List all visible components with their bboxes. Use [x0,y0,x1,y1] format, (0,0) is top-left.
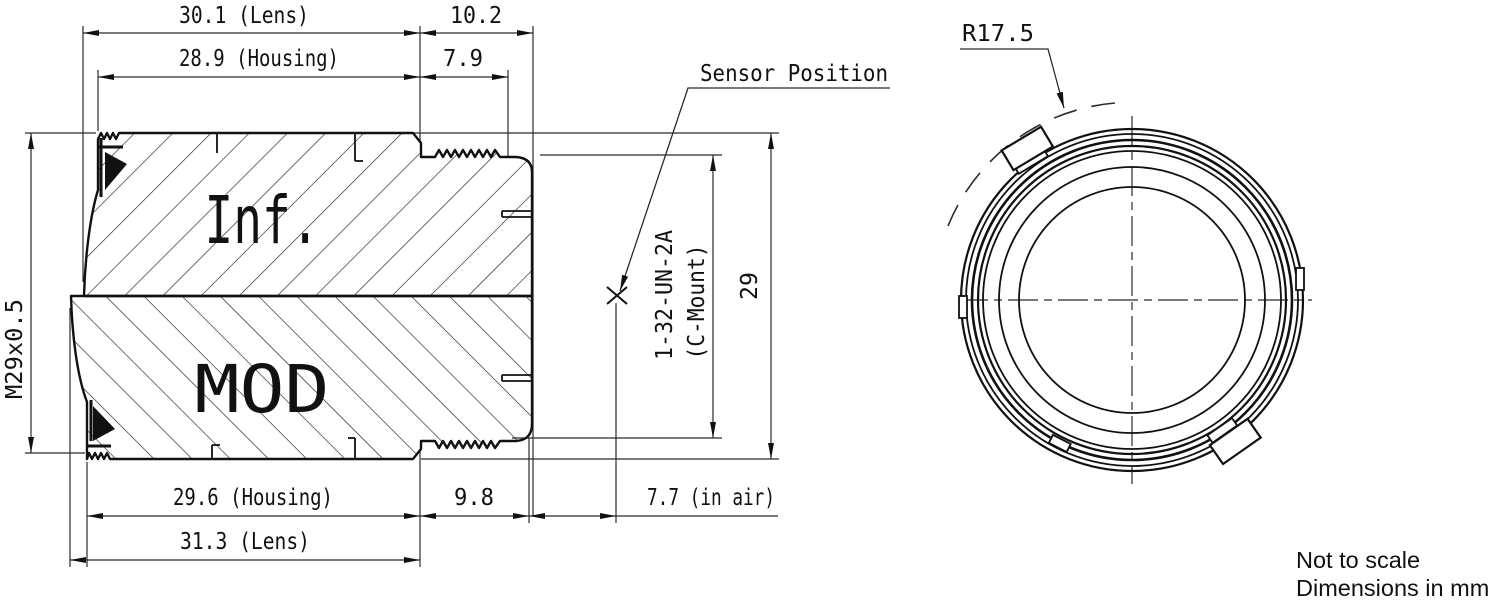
dim-thread-length: 7.9 [443,46,483,72]
dim-mount-type: (C-Mount) [684,245,710,360]
note-not-to-scale: Not to scale [1296,547,1420,573]
note-units: Dimensions in mm [1296,575,1489,601]
body-upper-half [82,131,534,298]
body-lower-half [69,294,534,461]
dim-diameter: 29 [737,272,763,300]
dim-housing-top: 28.9 (Housing) [179,46,339,72]
focus-mod-label: MOD [195,351,330,428]
grub-screw-bumps [958,267,1305,454]
dim-lens-bottom: 31.3 (Lens) [180,529,310,555]
dimension-arrows [28,30,1064,563]
thumb-tab-upper-left [1000,125,1055,175]
centerlines [958,116,1312,484]
drawing-notes: Not to scale Dimensions in mm [1296,547,1489,601]
side-view-section: Inf. MOD [69,131,534,461]
dimension-texts: 30.1 (Lens) 10.2 28.9 (Housing) 7.9 29.6… [2,3,1034,555]
dim-lens-top: 30.1 (Lens) [179,3,309,29]
dim-air-gap: 7.7 (in air) [647,485,775,511]
sensor-position-marker [606,286,628,305]
radius-leader [960,48,1065,109]
front-view [947,102,1312,484]
dim-mount-thread: 1-32-UN-2A [652,230,678,360]
focus-infinity-label: Inf. [205,182,320,259]
dim-radius: R17.5 [962,21,1034,47]
leader-lines [619,48,1065,292]
body-interior-details [87,134,531,458]
sensor-position-label: Sensor Position [700,61,888,87]
sensor-leader [619,87,890,292]
thumb-tab-lower-right [1206,416,1263,466]
dim-rear-bottom: 9.8 [454,485,494,511]
extension-lines [25,26,779,567]
dim-front-thread: M29x0.5 [2,299,28,399]
dim-rear-top: 10.2 [450,3,502,29]
dim-housing-bottom: 29.6 (Housing) [173,485,333,511]
